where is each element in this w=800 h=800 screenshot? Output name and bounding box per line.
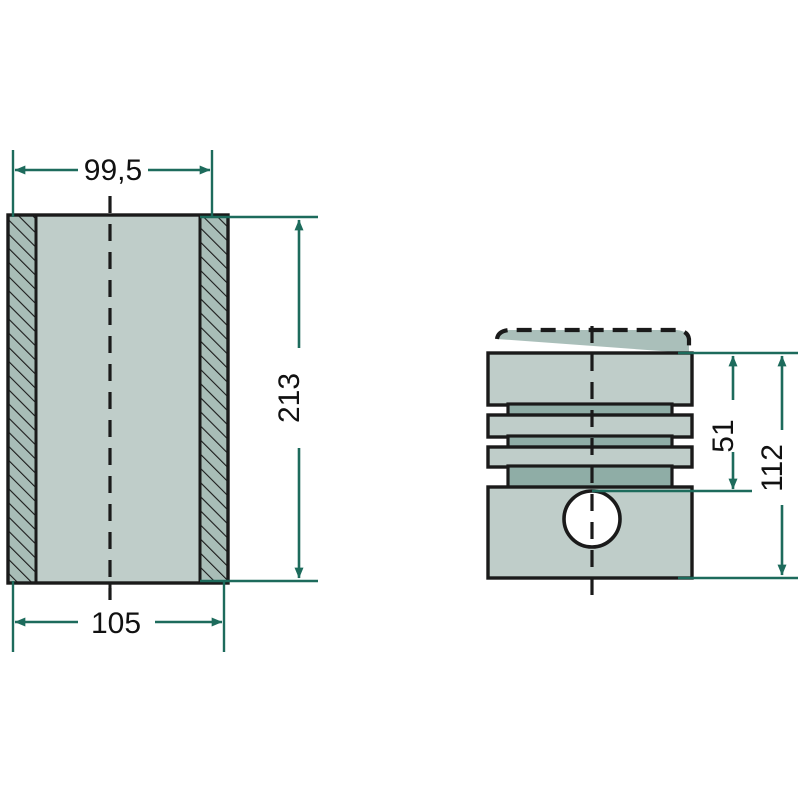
dimension-compression-height-51: 51 bbox=[592, 351, 798, 493]
liner-wall-left-hatch bbox=[8, 215, 36, 583]
liner-height-dimension-text: 213 bbox=[273, 373, 306, 423]
cylinder-liner-view: 99,5 213 105 bbox=[6, 150, 318, 652]
piston-ring-groove-3 bbox=[506, 464, 674, 490]
dimension-liner-height-213: 213 bbox=[200, 215, 318, 583]
compression-height-dimension-text: 51 bbox=[707, 419, 740, 452]
piston-top-land bbox=[486, 351, 694, 407]
dimension-liner-outer-105: 105 bbox=[11, 581, 226, 652]
liner-outline bbox=[6, 213, 230, 585]
piston-ring-land-2 bbox=[486, 445, 694, 469]
liner-bore-fill bbox=[8, 215, 228, 583]
liner-wall-right-hatch bbox=[200, 215, 228, 583]
bore-dimension-text: 99,5 bbox=[84, 154, 142, 187]
piston-view: 51 112 bbox=[486, 326, 798, 606]
piston-ring-land-1 bbox=[486, 413, 694, 439]
liner-outer-dimension-text: 105 bbox=[91, 607, 141, 640]
piston-height-dimension-text: 112 bbox=[756, 444, 789, 492]
liner-body bbox=[6, 213, 230, 585]
dimension-bore-99-5: 99,5 bbox=[11, 150, 214, 217]
dimension-piston-height-112: 112 bbox=[678, 355, 798, 580]
